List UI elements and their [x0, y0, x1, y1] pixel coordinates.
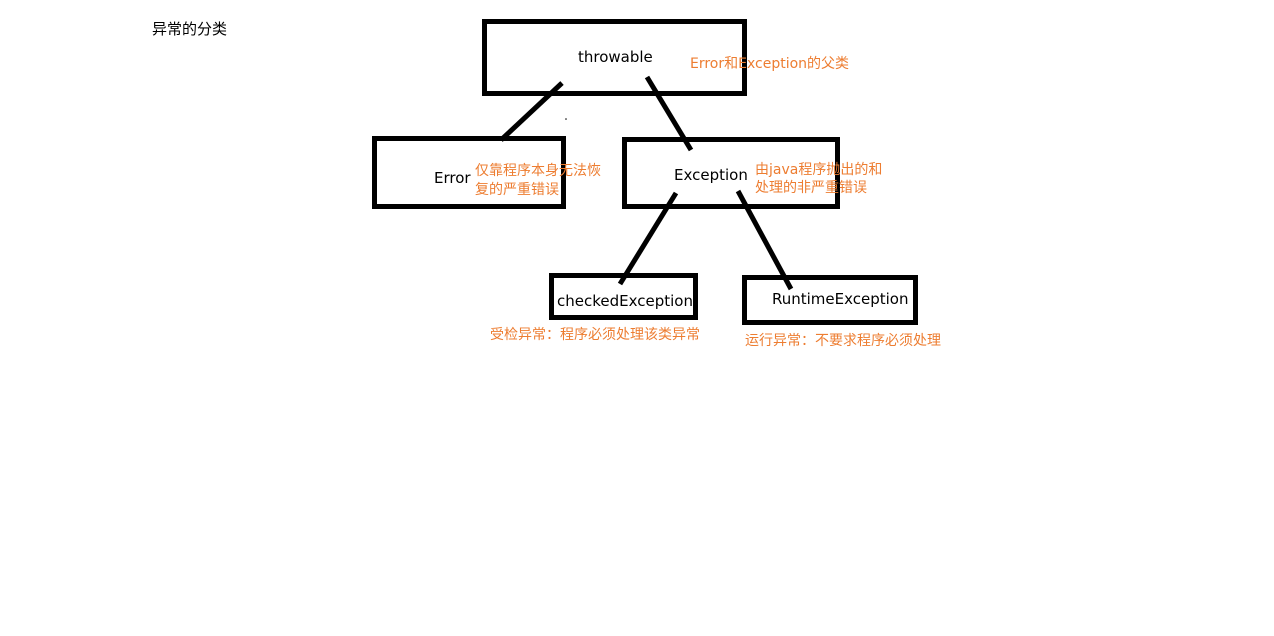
node-error-box [372, 136, 566, 209]
node-exception-label: Exception [674, 166, 748, 184]
throwable-annotation: Error和Exception的父类 [690, 56, 850, 72]
node-runtime-label: RuntimeException [772, 290, 909, 308]
error-annotation-line1: 仅靠程序本身无法恢 [475, 163, 601, 179]
checked-annotation: 受检异常：程序必须处理该类异常 [490, 327, 700, 343]
exception-annotation-line1: 由java程序抛出的和 [755, 162, 883, 178]
node-checked-label: checkedException [557, 292, 693, 310]
exception-annotation-line2: 处理的非严重错误 [755, 180, 867, 196]
node-exception-box [622, 137, 840, 209]
node-checked-box [549, 273, 698, 320]
error-annotation-line2: 复的严重错误 [475, 182, 559, 198]
node-error-label: Error [434, 169, 471, 187]
runtime-annotation: 运行异常：不要求程序必须处理 [745, 333, 941, 349]
page-title: 异常的分类 [152, 20, 228, 38]
node-throwable-label: throwable [578, 48, 653, 66]
stray-dot [565, 118, 567, 120]
node-runtime-box [742, 275, 918, 325]
node-throwable-box [482, 19, 747, 96]
